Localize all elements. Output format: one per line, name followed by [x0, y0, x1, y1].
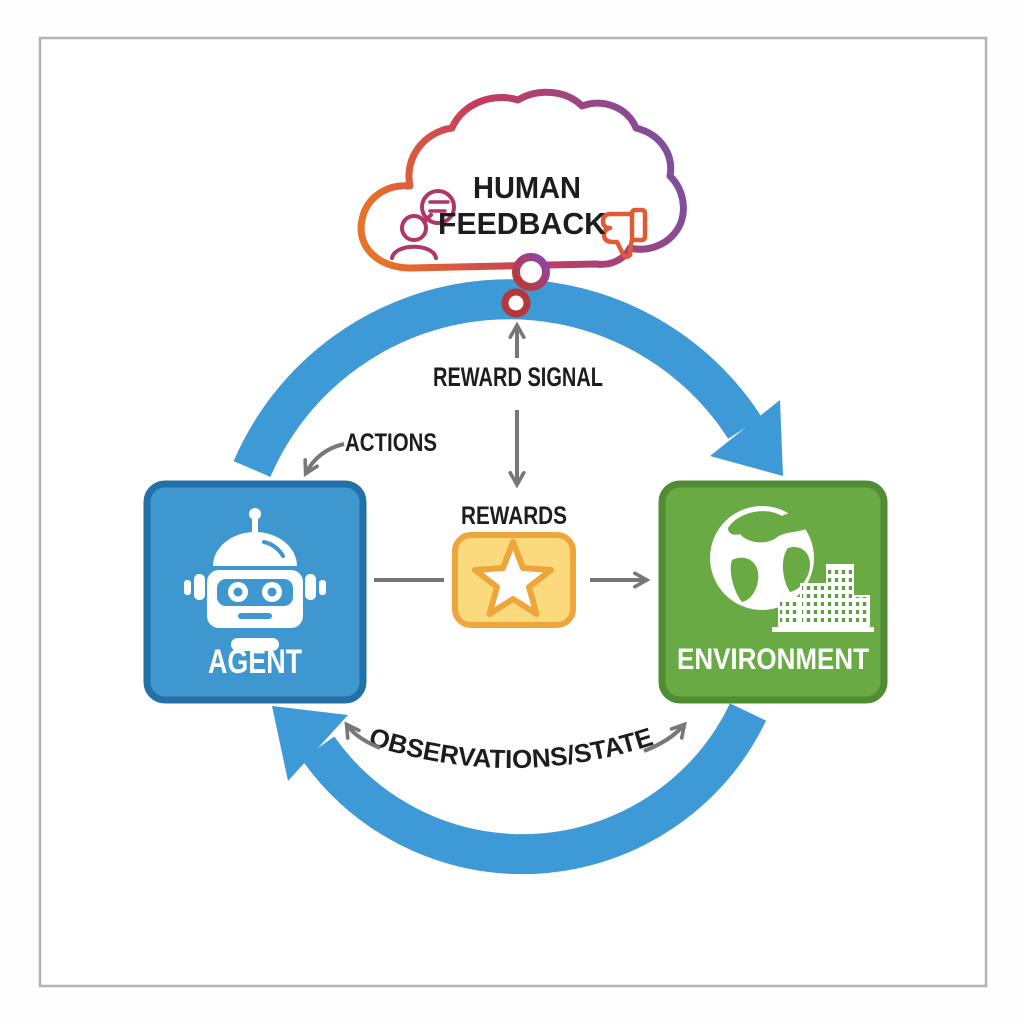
loop-arrow-top [233, 279, 783, 477]
loop-arrowhead-bottom [272, 706, 348, 781]
cloud-title-line1: HUMAN [473, 170, 581, 205]
rewards-box [452, 532, 576, 628]
star-icon [472, 539, 554, 617]
cloud-title-line2: FEEDBACK [438, 206, 607, 241]
thought-bubble-trail [512, 253, 550, 291]
agent-box: AGENT [143, 480, 367, 704]
agent-label: AGENT [208, 643, 302, 681]
loop-arrow-bottom [272, 703, 767, 875]
environment-box: ENVIRONMENT [658, 480, 888, 704]
rewards-label: REWARDS [461, 502, 567, 530]
thought-bubble-trail-small [501, 288, 531, 318]
human-feedback-cloud: HUMAN FEEDBACK [357, 88, 687, 318]
actions-label: ACTIONS [345, 429, 437, 457]
reward-signal-label: REWARD SIGNAL [433, 362, 603, 392]
robot-icon [184, 508, 326, 651]
actions-arrow [303, 442, 345, 477]
person-feedback-icon [390, 189, 456, 260]
thumbs-down-icon [600, 207, 648, 259]
loop-arrowhead-top [710, 400, 783, 476]
globe-city-icon [710, 506, 874, 632]
observations-arrow-right [643, 721, 687, 753]
observations-arrow-left [344, 721, 381, 750]
environment-label: ENVIRONMENT [677, 643, 869, 676]
